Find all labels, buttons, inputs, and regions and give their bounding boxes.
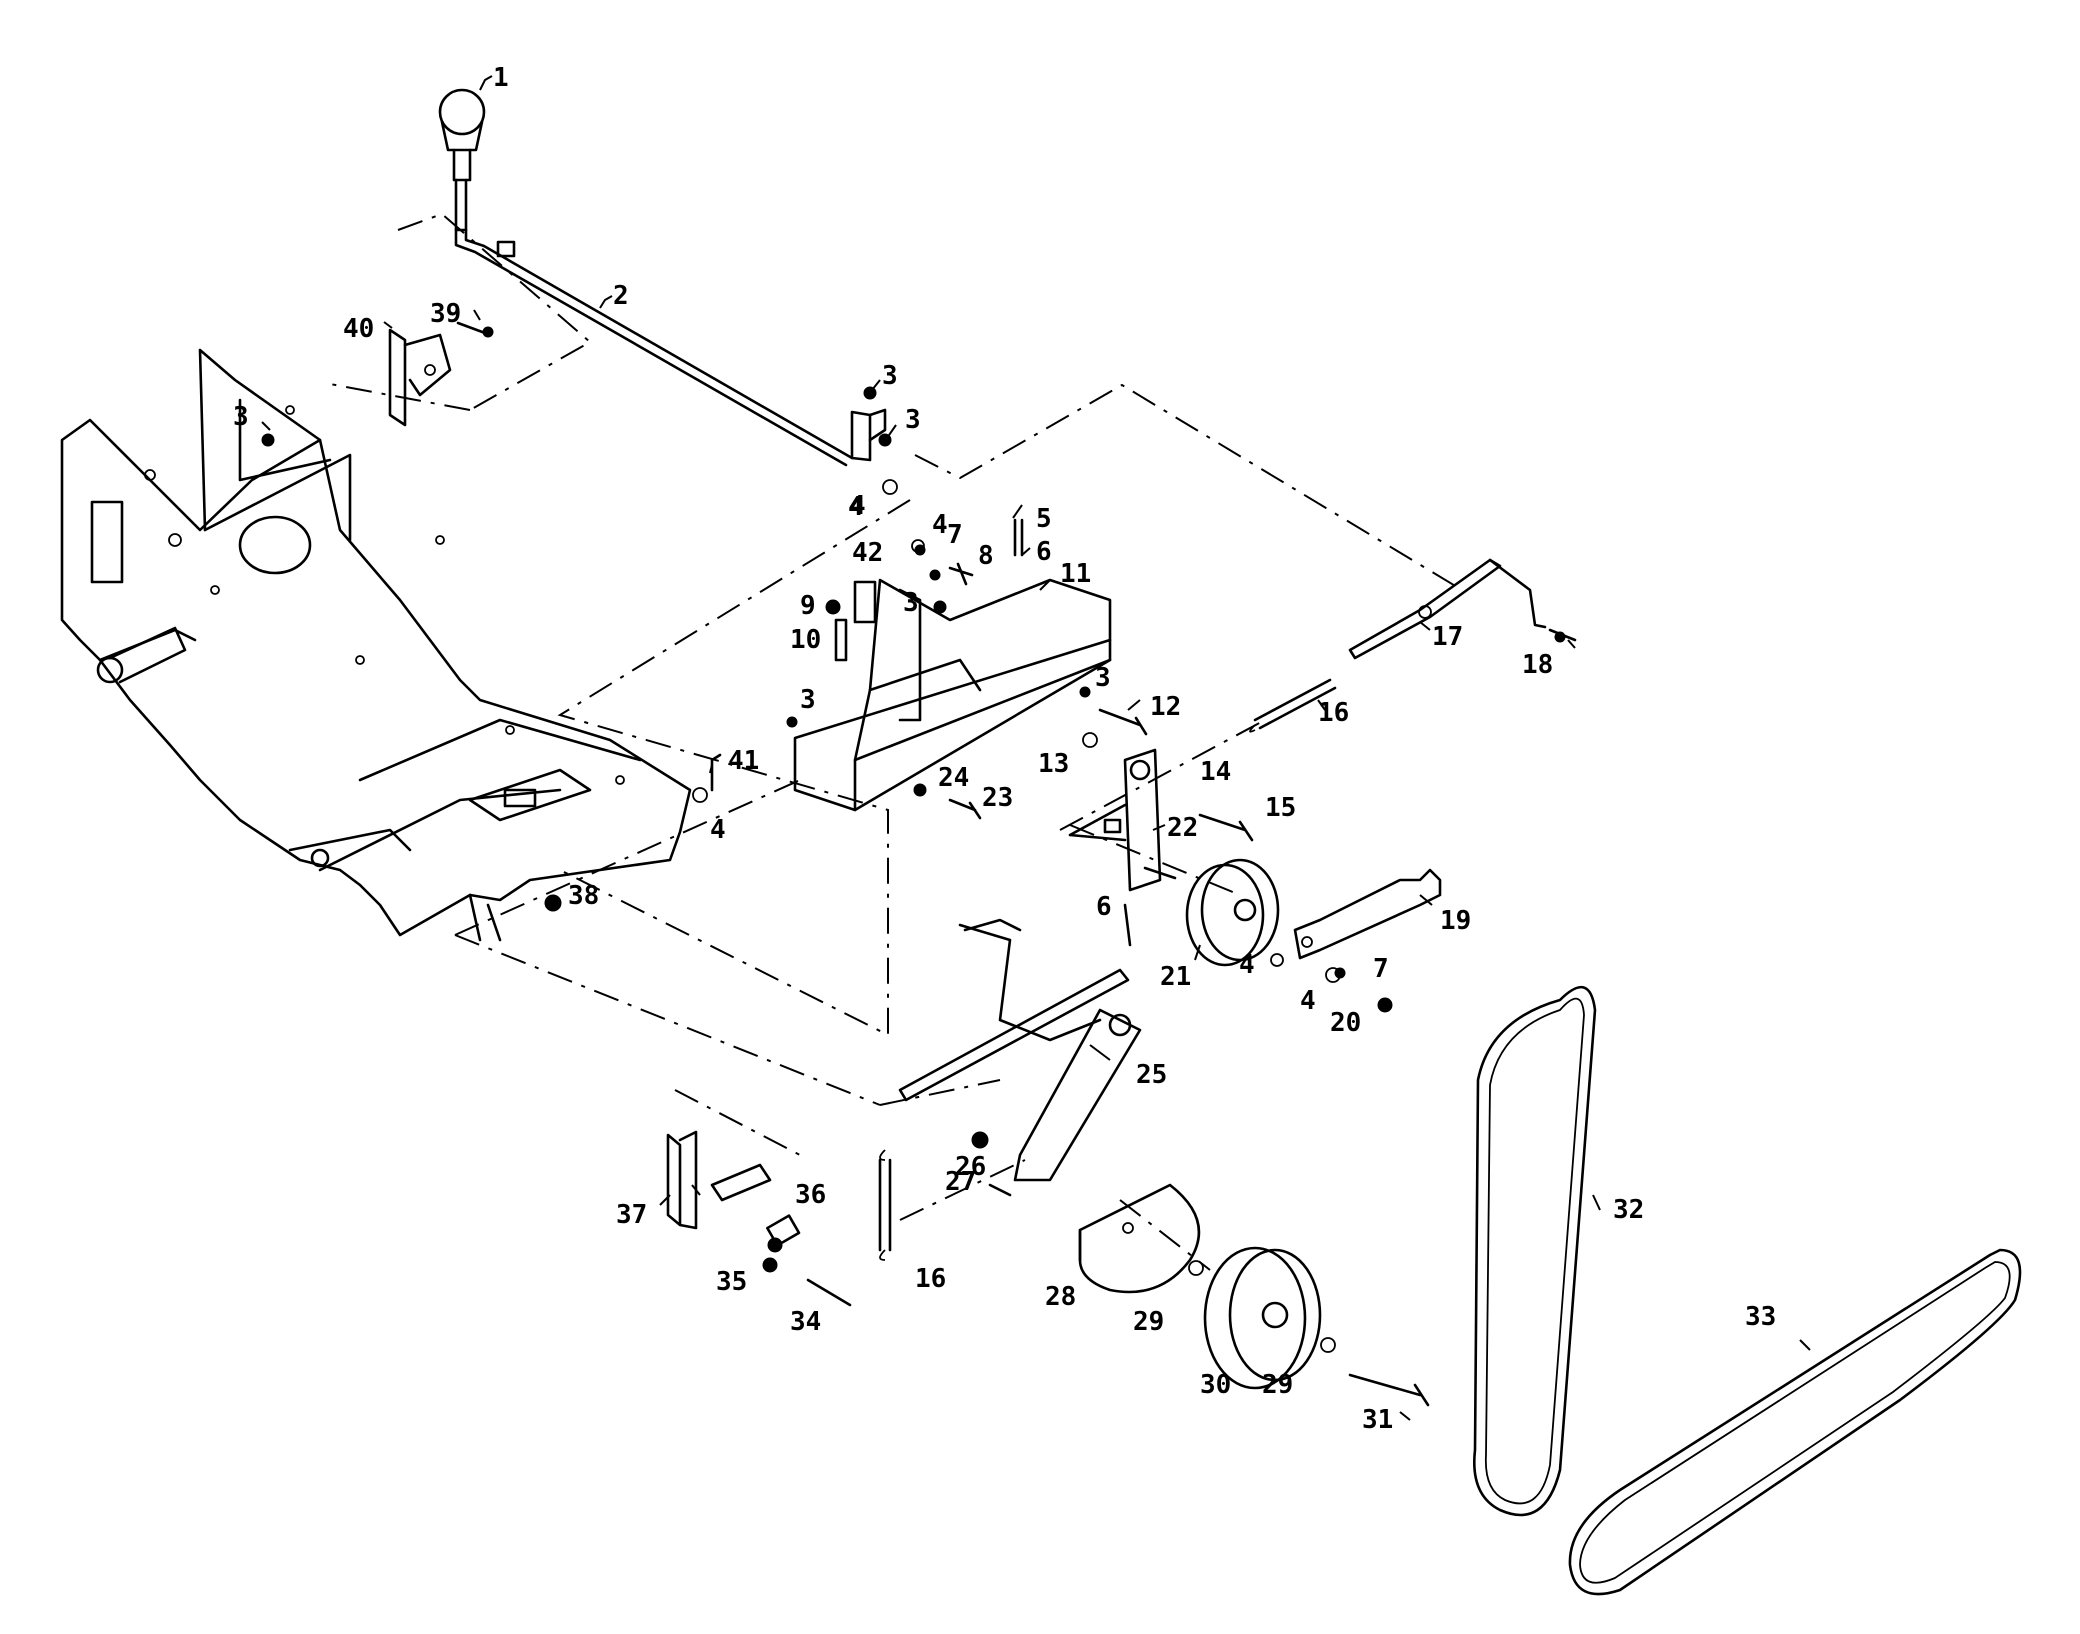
- callout-41: 41: [728, 746, 759, 776]
- bracket-40-part: [388, 328, 452, 427]
- callout-4e: 4: [1300, 986, 1316, 1016]
- arm-25-part: [898, 918, 1142, 1182]
- callout-2: 2: [613, 281, 629, 311]
- callout-38: 38: [568, 881, 599, 911]
- callout-34: 34: [790, 1307, 821, 1337]
- callout-7a: 7: [947, 520, 963, 550]
- callout-36: 36: [795, 1180, 826, 1210]
- callout-19: 19: [1440, 906, 1471, 936]
- callout-29a: 29: [1133, 1307, 1164, 1337]
- callout-3e: 3: [800, 685, 816, 715]
- callout-3a: 3: [233, 402, 249, 432]
- guard-28-part: [1078, 1183, 1201, 1294]
- callout-16a: 16: [1318, 698, 1349, 728]
- callout-20: 20: [1330, 1008, 1361, 1038]
- callout-4c: 4: [710, 815, 726, 845]
- callout-labels: 1 2 3 3 3 3 3 3 4 4 4 4 4 4 5 6 6 7 7 8 …: [233, 63, 1776, 1435]
- callout-22: 22: [1167, 813, 1198, 843]
- callout-35: 35: [716, 1267, 747, 1297]
- callout-18: 18: [1522, 650, 1553, 680]
- callout-1: 1: [493, 63, 509, 93]
- callout-37: 37: [616, 1200, 647, 1230]
- callout-29b: 29: [1262, 1370, 1293, 1400]
- pin-41-part: [710, 753, 722, 792]
- callout-3c: 3: [905, 405, 921, 435]
- pulley-21-part: [1185, 858, 1280, 967]
- callout-31: 31: [1362, 1405, 1393, 1435]
- callout-4d: 4: [1239, 950, 1255, 980]
- main-frame-part: [60, 348, 692, 942]
- leader-lines: [261, 75, 1811, 1421]
- callout-24: 24: [938, 763, 969, 793]
- callout-11: 11: [1060, 559, 1091, 589]
- bracket-11-part: [793, 578, 1112, 812]
- callout-27: 27: [945, 1167, 976, 1197]
- callout-3f: 3: [1095, 663, 1111, 693]
- callout-17: 17: [1432, 622, 1463, 652]
- parts-34-37: [666, 1130, 801, 1247]
- arm-22-part: [1068, 748, 1162, 892]
- callout-25: 25: [1136, 1060, 1167, 1090]
- callout-6b: 6: [1096, 892, 1112, 922]
- bolts: [456, 321, 1577, 1407]
- callout-5: 5: [1036, 504, 1052, 534]
- callout-30: 30: [1200, 1370, 1231, 1400]
- assembly-lines: [329, 212, 1463, 1271]
- shift-rod-part: [454, 228, 854, 467]
- callout-16b: 16: [915, 1264, 946, 1294]
- springs: [878, 518, 1337, 1261]
- callout-42: 42: [852, 538, 883, 568]
- bracket-top-part: [850, 408, 887, 462]
- callout-21: 21: [1160, 962, 1191, 992]
- callout-9: 9: [800, 591, 816, 621]
- callout-28: 28: [1045, 1282, 1076, 1312]
- callout-15: 15: [1265, 793, 1296, 823]
- pulley-30-part: [1188, 1246, 1336, 1390]
- belt-33-part: [1568, 1248, 2022, 1596]
- callout-40: 40: [343, 314, 374, 344]
- callout-4a: 4: [848, 492, 864, 522]
- rod-17-part: [1348, 558, 1547, 660]
- callout-33: 33: [1745, 1302, 1776, 1332]
- fasteners: [261, 326, 1566, 1273]
- callout-14: 14: [1200, 757, 1231, 787]
- callout-13: 13: [1038, 749, 1069, 779]
- callout-39: 39: [430, 299, 461, 329]
- belt-32-part: [1473, 985, 1597, 1517]
- callout-12: 12: [1150, 692, 1181, 722]
- callout-4b: 4: [932, 510, 948, 540]
- callout-10: 10: [790, 625, 821, 655]
- callout-26: 26: [955, 1152, 986, 1182]
- callout-32: 32: [1613, 1195, 1644, 1225]
- callout-23: 23: [982, 783, 1013, 813]
- callout-3d: 3: [903, 588, 919, 618]
- knob-part: [438, 88, 486, 232]
- bracket-19-part: [1293, 868, 1442, 960]
- callout-6a: 6: [1036, 537, 1052, 567]
- callout-7b: 7: [1373, 954, 1389, 984]
- callout-8: 8: [978, 541, 994, 571]
- callout-3b: 3: [882, 361, 898, 391]
- callout-4f: 4: [850, 491, 866, 521]
